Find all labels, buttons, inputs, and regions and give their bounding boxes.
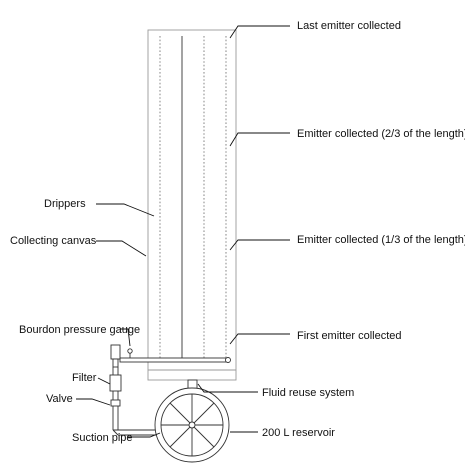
label-drippers: Drippers — [44, 198, 86, 210]
leader-lines — [76, 25, 290, 438]
collecting-canvas-frame — [147, 29, 237, 381]
valve — [110, 399, 121, 407]
drip-lines — [159, 36, 227, 360]
label-filter: Filter — [72, 372, 97, 384]
filter — [109, 374, 122, 392]
label-last-emitter: Last emitter collected — [297, 20, 401, 32]
reservoir — [154, 387, 230, 463]
label-reservoir: 200 L reservoir — [262, 427, 335, 439]
labels: Last emitter collected Emitter collected… — [10, 20, 465, 444]
label-collecting-canvas: Collecting canvas — [10, 235, 97, 247]
pressure-gauge — [127, 348, 133, 358]
label-emitter-two-thirds: Emitter collected (2/3 of the length) — [297, 128, 465, 140]
label-valve: Valve — [46, 393, 73, 405]
label-emitter-one-third: Emitter collected (1/3 of the length) — [297, 234, 465, 246]
label-suction-pipe: Suction pipe — [72, 432, 133, 444]
header-pipe — [119, 357, 231, 363]
label-fluid-reuse: Fluid reuse system — [262, 387, 354, 399]
label-first-emitter: First emitter collected — [297, 330, 402, 342]
label-pressure-gauge: Bourdon pressure gauge — [19, 324, 140, 336]
